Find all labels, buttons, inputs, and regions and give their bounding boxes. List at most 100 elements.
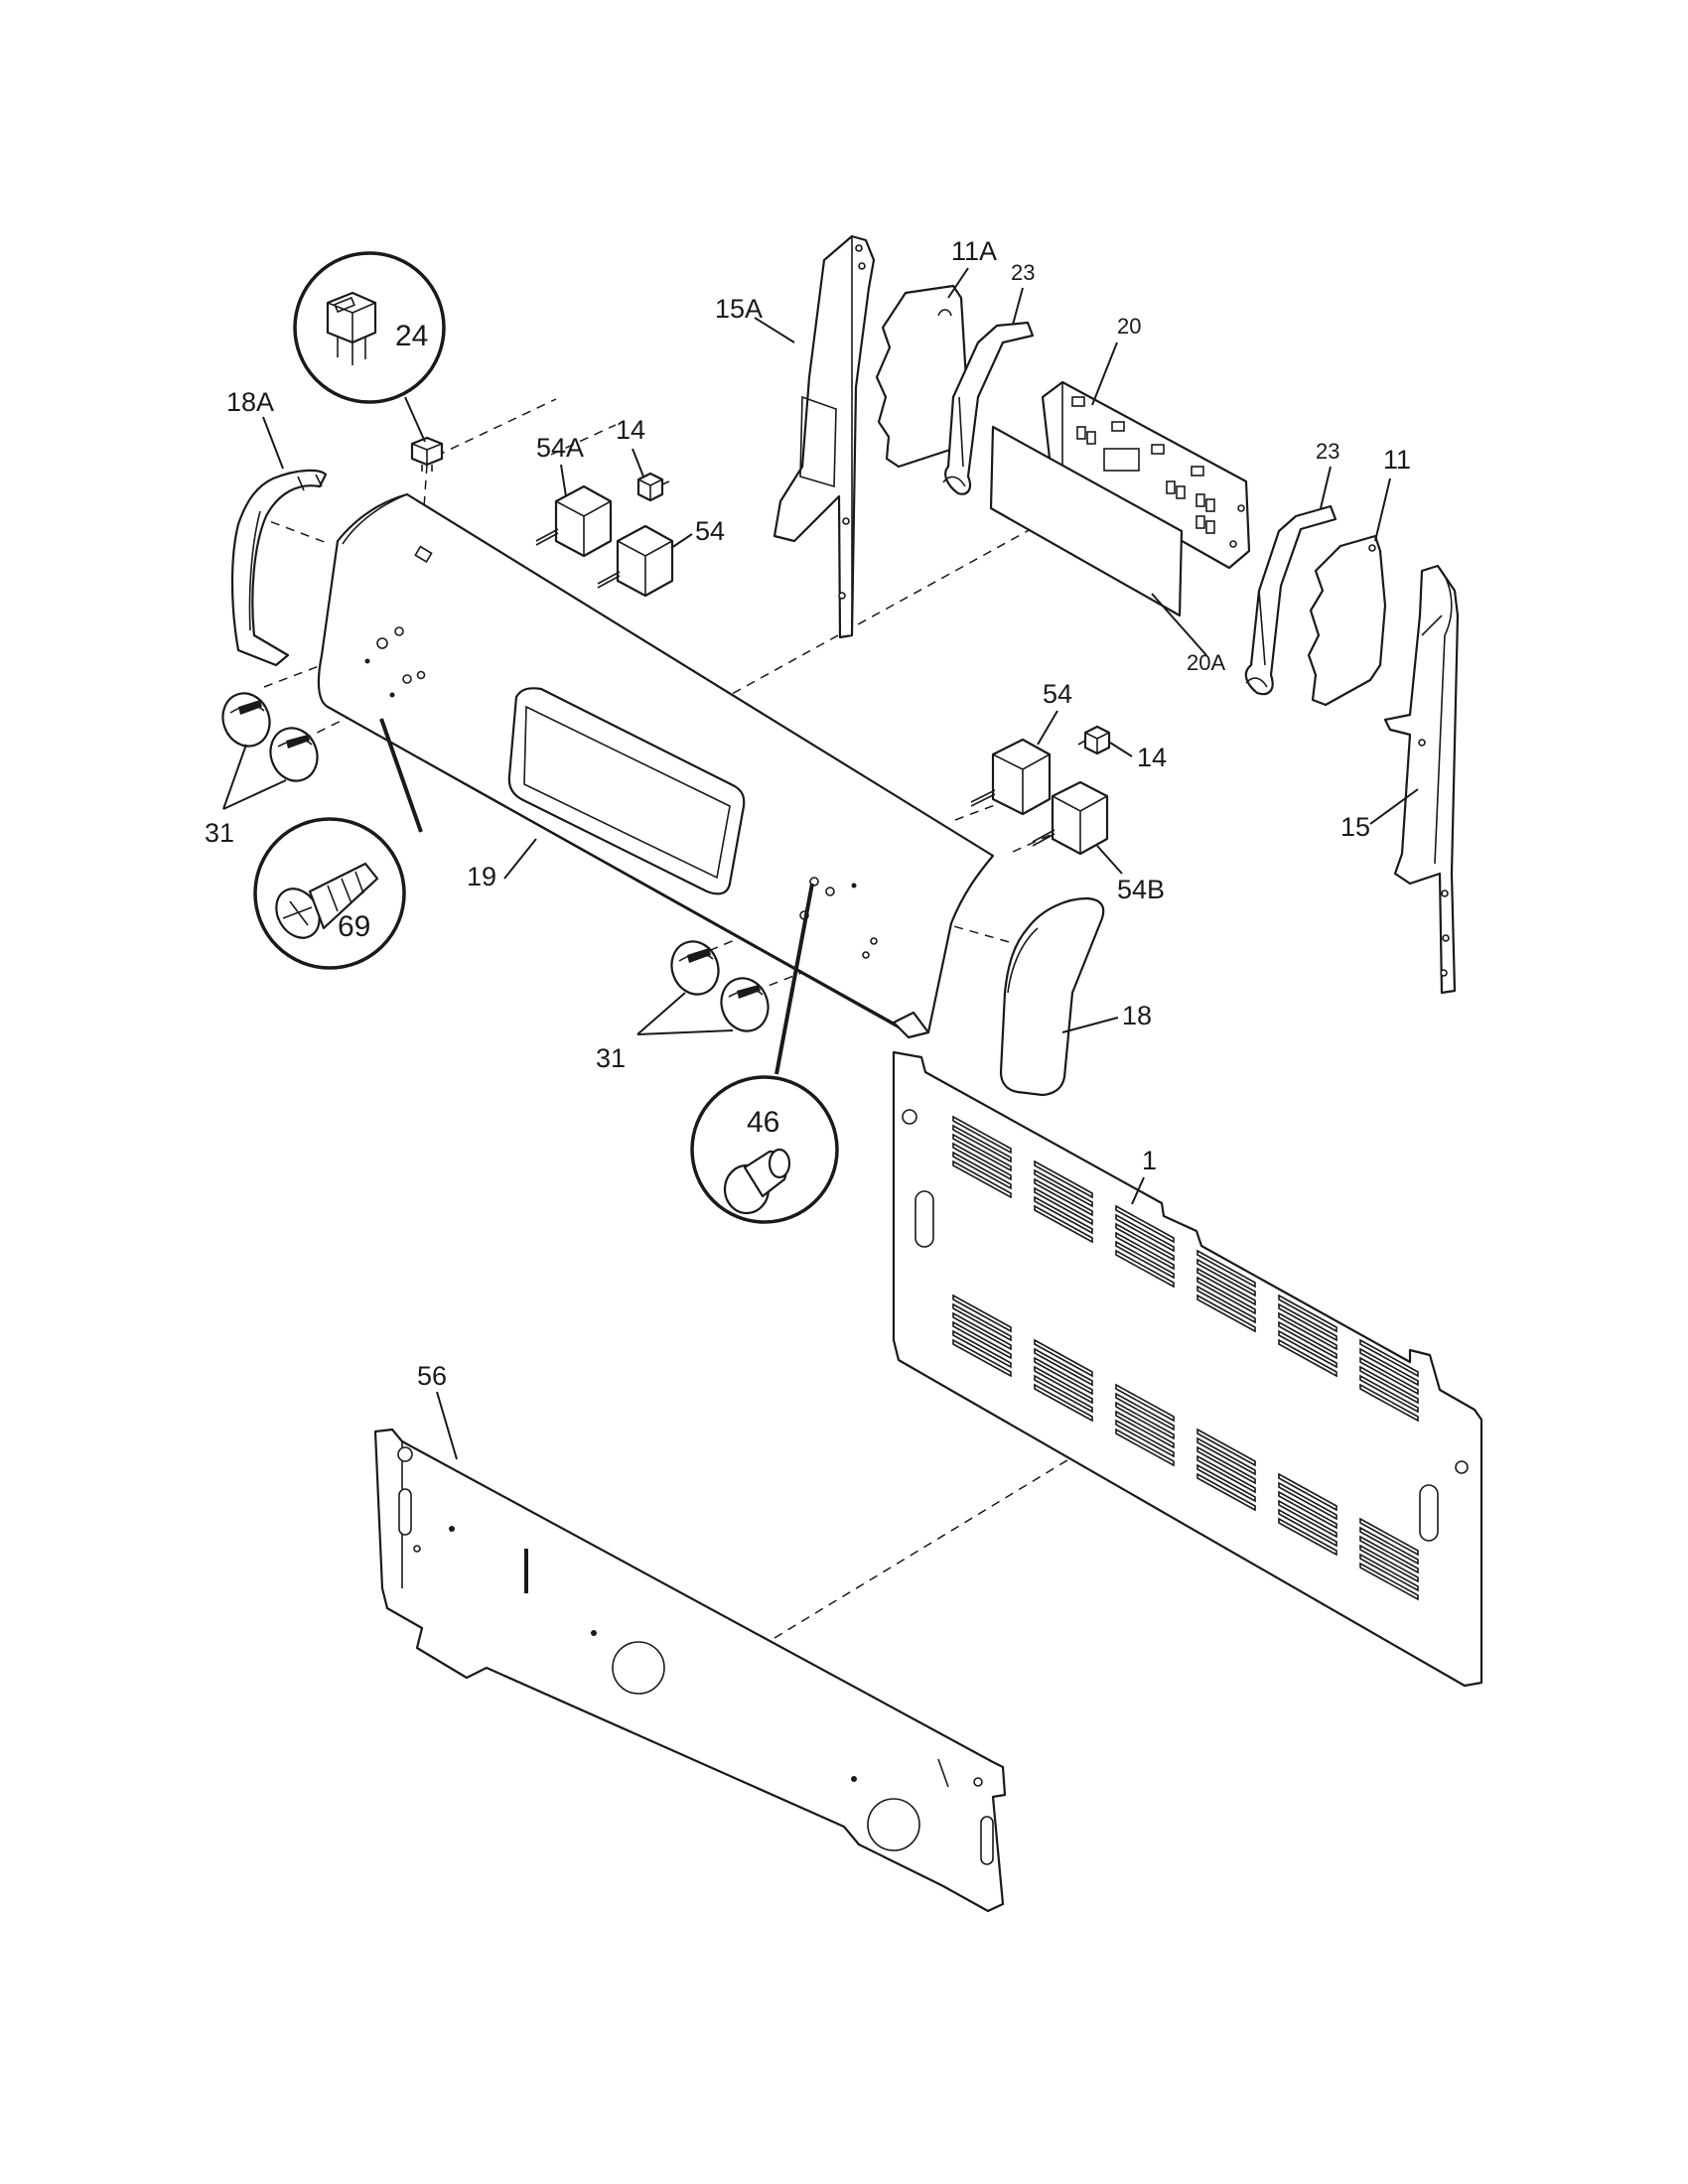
vent-slot [1115,1240,1175,1280]
label-20: 20 [1117,314,1141,339]
leader-54A [560,464,567,497]
leader-69 [379,718,423,833]
leader-31-right-b [636,1029,734,1035]
overlay-20A[interactable] [989,425,1207,656]
label-54A: 54A [536,433,584,463]
leader-24 [404,396,426,443]
part-labels: 1 11 11A 14 14 15 15A 18 18A 19 20 20A 2… [205,236,1419,1460]
label-31-left: 31 [205,818,234,848]
leader-54-right [1037,710,1058,746]
switch-54-left[interactable] [597,524,674,598]
leader-54-left [670,533,693,549]
vent-slot [1115,1231,1175,1271]
vent-slot [1359,1383,1419,1423]
vent-slot [1359,1356,1419,1396]
vent-slot [1196,1267,1256,1306]
vent-slot [1196,1463,1256,1503]
back-panel-vents [952,1115,1419,1601]
heat-shield-11A[interactable] [875,284,970,469]
label-69: 69 [338,910,370,943]
vent-slot [1034,1195,1093,1235]
side-bracket-15[interactable] [1383,564,1460,995]
vent-slot [1115,1410,1175,1449]
vent-slot [1034,1204,1093,1244]
vent-slot [1359,1535,1419,1574]
vent-slot [1359,1365,1419,1405]
leader-14-right [1109,742,1133,757]
callout-24 [293,251,446,404]
vent-slot [1115,1392,1175,1432]
vent-slot [1359,1526,1419,1566]
end-cap-18[interactable] [999,896,1105,1097]
vent-slot [1196,1276,1256,1315]
leader-11A [947,267,969,299]
vent-slot [952,1302,1012,1342]
vent-slot [1359,1347,1419,1387]
vent-slot [1278,1481,1337,1521]
vent-slot [1034,1374,1093,1414]
label-15: 15 [1340,812,1370,842]
leader-46 [774,883,814,1075]
label-19: 19 [467,862,496,891]
vent-slot [1359,1544,1419,1583]
label-54-left: 54 [695,516,725,546]
leader-31-left-a [222,744,247,810]
switch-54-right[interactable] [970,738,1052,816]
vent-slot [1115,1222,1175,1262]
leader-15A [754,317,795,343]
leader-23-right [1320,466,1332,509]
bracket-23-left[interactable] [942,321,1035,495]
switch-54B[interactable] [1032,780,1109,856]
end-cap-18A[interactable] [230,469,328,667]
vent-slot [1278,1490,1337,1530]
vent-slot [1196,1285,1256,1324]
vent-slot [1278,1329,1337,1369]
label-20A: 20A [1187,650,1225,675]
label-18: 18 [1122,1001,1152,1030]
vent-slot [952,1133,1012,1172]
leader-54B [1096,845,1123,875]
vent-slot [1196,1428,1256,1467]
terminal-14-left[interactable] [636,472,670,502]
leader-31-right-a [636,992,686,1035]
label-14-left: 14 [616,415,645,445]
leader-1 [1131,1176,1145,1205]
vent-slot [952,1338,1012,1378]
callout-46 [690,1075,839,1224]
switch-54A[interactable] [535,484,613,558]
vent-slot [1278,1517,1337,1557]
vent-slot [1034,1338,1093,1378]
label-31-right: 31 [596,1043,626,1073]
label-24: 24 [395,320,428,352]
vent-slot [1115,1401,1175,1440]
leader-18 [1061,1017,1119,1033]
vent-slot [1278,1499,1337,1539]
label-23-left: 23 [1011,260,1035,285]
knob-31-left-a[interactable] [215,687,277,752]
bracket-23-right[interactable] [1244,504,1337,696]
terminal-14-right[interactable] [1077,725,1111,755]
lower-panel-56[interactable] [373,1428,1007,1913]
vent-slot [952,1320,1012,1360]
knob-31-right-a[interactable] [664,935,726,1001]
heat-shield-11[interactable] [1307,534,1387,707]
vent-slot [952,1294,1012,1333]
vent-slot [1034,1160,1093,1199]
vent-slot [952,1329,1012,1369]
vent-slot [1278,1294,1337,1333]
vent-slot [952,1160,1012,1199]
side-bracket-15A[interactable] [773,234,876,639]
vent-slot [1359,1374,1419,1414]
vent-slot [1278,1302,1337,1342]
label-56: 56 [417,1361,447,1391]
vent-slot [1034,1168,1093,1208]
label-54-right: 54 [1043,679,1072,709]
switch-24-small[interactable] [410,436,444,472]
label-46: 46 [747,1106,779,1139]
knob-31-right-b[interactable] [714,972,775,1037]
control-panel-19[interactable] [317,492,995,1039]
knob-31-left-b[interactable] [263,722,325,787]
vent-slot [1034,1365,1093,1405]
leader-56 [436,1391,458,1460]
